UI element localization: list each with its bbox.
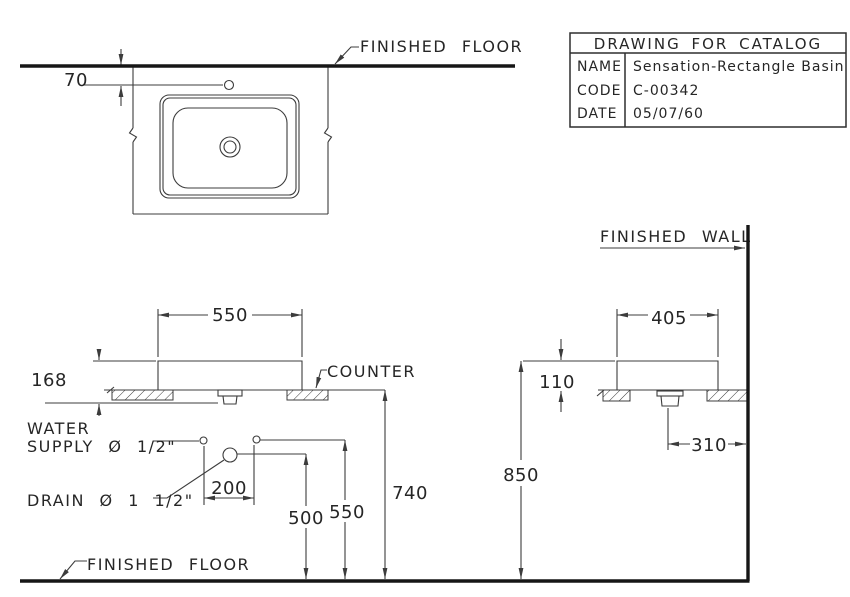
finished-wall-label: FINISHED WALL [600,227,752,246]
water-supply-hole-right [252,435,261,444]
drain-front-flange [217,389,243,397]
faucet-hole-circle [223,79,235,91]
drain-stub-circle [222,447,238,463]
title-block-title: DRAWING FOR CATALOG [594,35,822,53]
side-elevation: FINISHED WALL 405 110 850 310 [503,227,752,579]
break-mark-left [128,127,138,143]
title-block-date-value: 05/07/60 [633,106,704,122]
dim-310-drain-offset: 310 [691,435,727,456]
basin-front-outline [157,360,303,390]
counter-front-hatch-right [286,389,329,401]
dim-405-depth: 405 [651,308,687,329]
dim-70: 70 [64,70,88,91]
title-block-code-label: CODE [577,83,621,99]
datum-lines [20,64,750,583]
dim-168-extension-lines [45,360,218,404]
drain-plan-outer-circle [219,136,241,158]
dim-110-rim-height: 110 [539,372,575,393]
title-block: DRAWING FOR CATALOG NAME Sensation-Recta… [569,32,847,128]
finished-floor-top-label: FINISHED FLOOR [360,37,523,56]
dim-740-counter-height: 740 [392,483,428,504]
title-block-name-value: Sensation-Rectangle Basin [633,59,845,75]
title-block-code-value: C-00342 [633,83,699,99]
basin-plan-inner-rim [162,97,297,196]
counter-leader [315,369,327,389]
counter-front-hatch-left [111,389,174,401]
dim-500-drain-height: 500 [288,508,324,529]
plan-view: 70 FINISHED FLOOR [64,37,523,215]
dim-200-extension-lines [203,445,255,505]
water-supply-label-line2: SUPPLY Ø 1/2" [27,437,176,456]
water-supply-label-line1: WATER [27,419,90,438]
basin-plan-outer-rim [159,94,300,199]
title-block-name-label: NAME [577,59,622,75]
drain-label: DRAIN Ø 1 1/2" [27,491,194,510]
break-mark-right [323,127,333,143]
dim-200-spacing: 200 [211,478,247,499]
basin-side-outline [616,360,719,390]
basin-plan-bowl [172,107,288,189]
drain-front-body [222,395,238,405]
counter-front-cut-tick [106,386,115,394]
drain-plan-inner-circle [223,140,237,154]
finished-floor-bottom-leader [59,560,87,580]
dim-550-width: 550 [212,305,248,326]
title-block-border [569,32,847,128]
counter-label: COUNTER [327,362,416,381]
drain-leader [153,459,225,499]
finished-floor-bottom-label: FINISHED FLOOR [87,555,250,574]
front-elevation: 550 168 COUNTER 200 500 550 740 WATER SU… [27,305,428,580]
dim-850-rim-height: 850 [503,465,539,486]
counter-side-hatch-right [706,389,748,402]
finished-floor-top-leader [334,46,359,65]
drain-side-body [660,395,680,407]
title-block-date-label: DATE [577,106,617,122]
dim-168-height: 168 [31,370,67,391]
drain-side-flange [656,390,684,397]
counter-side-hatch-left [602,389,631,402]
dim-550-supply-height: 550 [329,502,365,523]
water-supply-hole-left [199,436,208,445]
